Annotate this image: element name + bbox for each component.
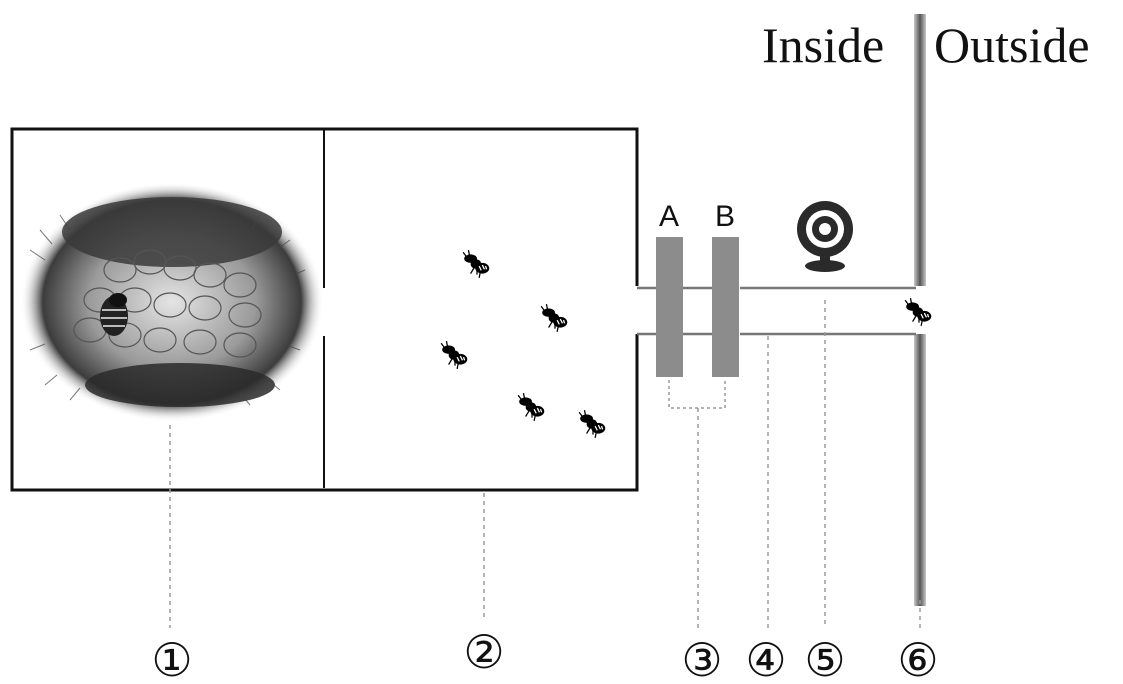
gate-b[interactable] — [712, 237, 739, 377]
wall-lower — [914, 334, 926, 606]
leader-lines — [169, 300, 921, 628]
gate-bracket — [668, 380, 726, 409]
bee-icon — [540, 303, 568, 333]
bee-icon — [462, 249, 490, 279]
wall — [914, 14, 926, 286]
bee-icon — [517, 392, 545, 422]
callout-3: ③ — [681, 633, 722, 684]
callout-2: ② — [463, 625, 504, 679]
bee-icon — [440, 340, 468, 370]
bee-icon — [904, 297, 932, 327]
bee-nest-illustration — [20, 182, 324, 422]
callout-4: ④ — [745, 633, 786, 684]
gate-a[interactable] — [656, 237, 683, 377]
callout-1: ① — [151, 633, 192, 684]
outside-label: Outside — [934, 17, 1090, 73]
webcam-icon — [797, 201, 853, 272]
exit-tube — [637, 286, 916, 336]
enclosure-box — [10, 127, 639, 492]
gate-b-label: B — [715, 200, 735, 233]
callout-5: ⑤ — [804, 633, 845, 684]
callout-6: ⑥ — [897, 633, 938, 684]
bee-icon — [578, 409, 606, 439]
inside-label: Inside — [762, 17, 884, 73]
gate-a-label: A — [659, 200, 679, 233]
